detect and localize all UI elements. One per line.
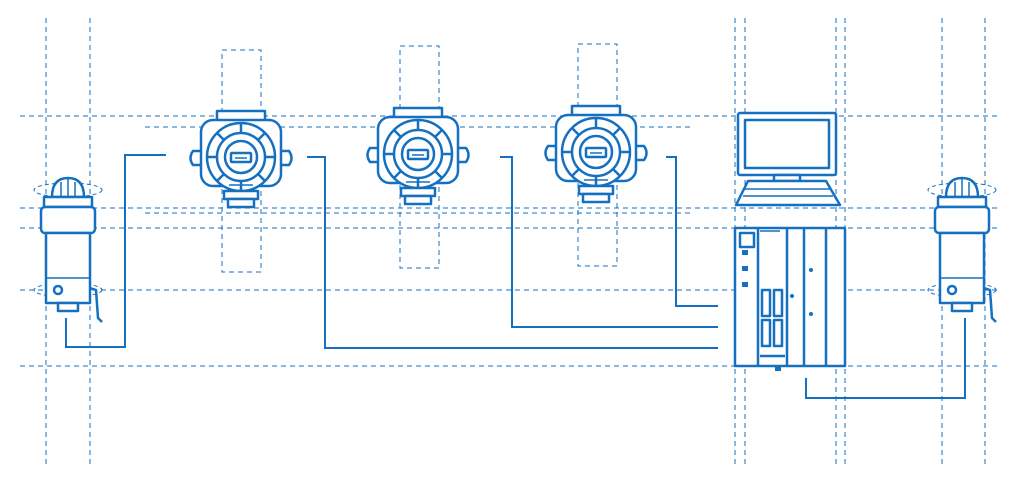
wiring [65, 154, 966, 399]
gas-detector-3-icon [544, 104, 648, 204]
monitor-icon [734, 111, 842, 207]
controller-icon [733, 111, 847, 371]
alarm-beacon-right-icon [927, 176, 997, 323]
gas-detector-2-icon [366, 106, 470, 206]
control-cabinet-icon [733, 226, 847, 371]
alarm-beacon-left-icon [33, 176, 103, 323]
gas-detector-1-icon [189, 109, 293, 209]
guide-lines [20, 18, 1000, 468]
